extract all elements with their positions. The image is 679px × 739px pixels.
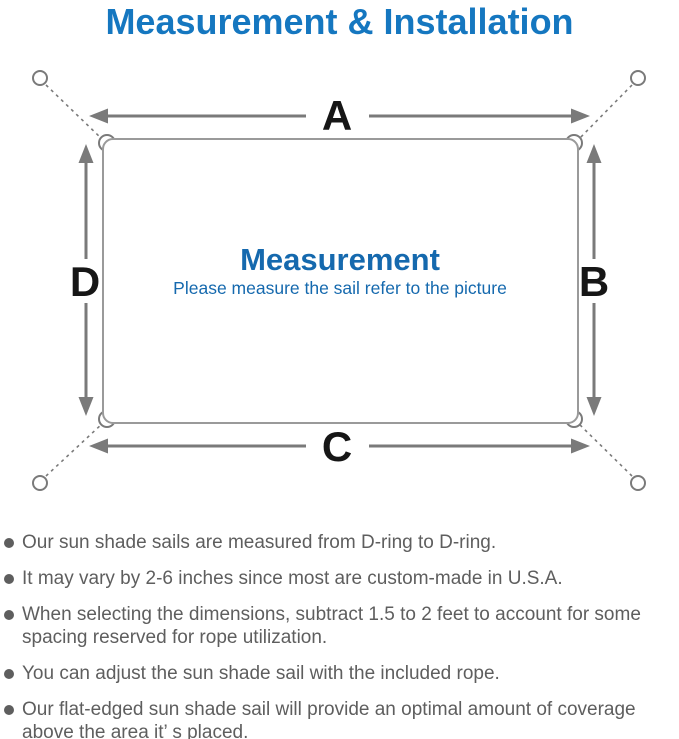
sail-outline [102,138,579,424]
diagram-center-title: Measurement [240,242,440,277]
note-text: Our flat-edged sun shade sail will provi… [22,699,636,739]
note-text: It may vary by 2-6 inches since most are… [22,568,563,589]
anchor-point-icon [630,70,646,86]
page-title: Measurement & Installation [105,1,574,42]
tether-dashed-line [45,84,104,141]
note-text: When selecting the dimensions, subtract … [22,604,641,648]
measurement-diagram: A B C D Measurement Please measure the s… [32,70,646,491]
dimension-label-d: D [70,258,100,305]
bullet-icon [4,668,14,679]
bullet-icon [4,704,14,715]
dimension-arrow-c [89,438,590,454]
dimension-label-a: A [322,92,352,139]
tether-dashed-line [45,422,104,477]
bullet-icon [4,573,14,584]
note-item: Our sun shade sails are measured from D-… [0,531,675,554]
anchor-point-icon [32,475,48,491]
anchor-point-icon [630,475,646,491]
note-item: You can adjust the sun shade sail with t… [0,662,675,685]
tether-dashed-line [577,422,633,477]
dimension-label-b: B [579,258,609,305]
dimension-arrow-d [78,144,94,416]
note-item: When selecting the dimensions, subtract … [0,603,675,649]
diagram-center-subtitle: Please measure the sail refer to the pic… [173,278,507,298]
bullet-icon [4,609,14,620]
bullet-icon [4,537,14,548]
dimension-arrow-a [89,108,590,124]
note-item: Our flat-edged sun shade sail will provi… [0,698,675,739]
note-item: It may vary by 2-6 inches since most are… [0,567,675,590]
dimension-label-c: C [322,423,352,470]
note-text: You can adjust the sun shade sail with t… [22,663,500,684]
anchor-point-icon [32,70,48,86]
note-text: Our sun shade sails are measured from D-… [22,532,497,553]
installation-notes-list: Our sun shade sails are measured from D-… [0,517,679,739]
dimension-arrow-b [586,144,602,416]
tether-dashed-line [577,84,633,141]
